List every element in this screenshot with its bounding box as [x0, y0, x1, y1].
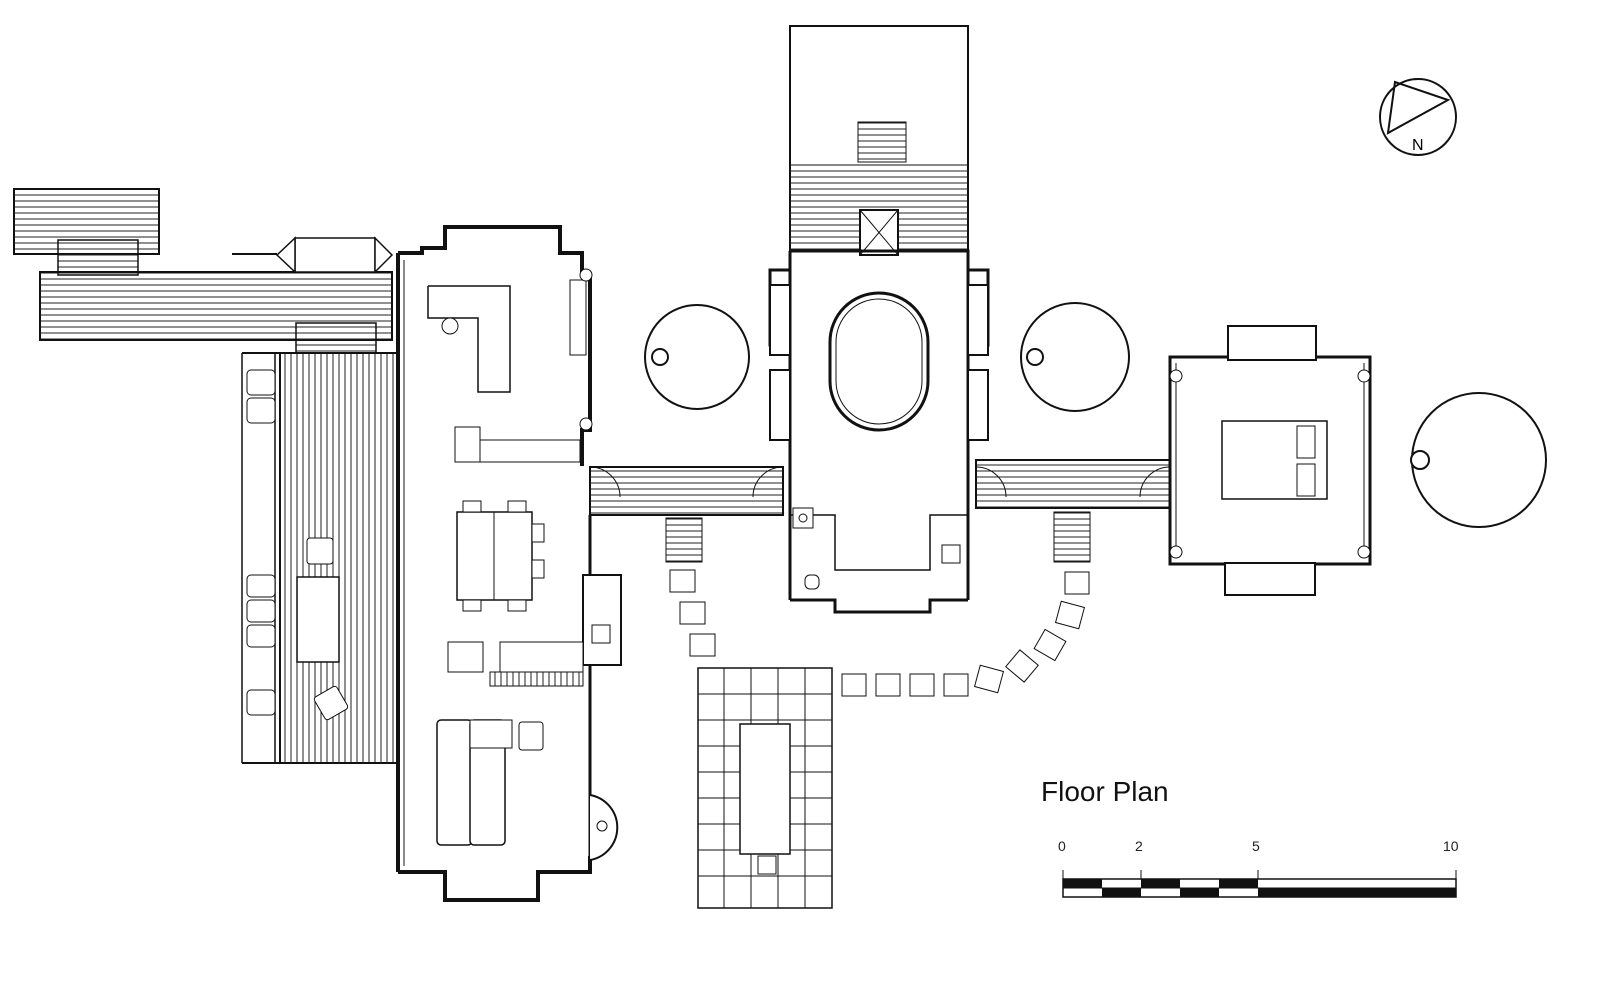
- west-veranda: [241, 352, 399, 764]
- north-arrow: N: [1379, 78, 1457, 156]
- central-pavilion: [768, 25, 990, 614]
- north-label: N: [1412, 137, 1424, 154]
- stepping-stones: [665, 511, 1091, 697]
- scale-bar: [1062, 870, 1457, 898]
- scale-tick-10: 10: [1443, 838, 1459, 854]
- main-living-building: [396, 225, 622, 902]
- west-deck: [13, 188, 394, 354]
- plan-title: Floor Plan: [1041, 776, 1169, 807]
- scale-tick-2: 2: [1135, 838, 1143, 854]
- scale-tick-5: 5: [1252, 838, 1260, 854]
- covered-walkways: [589, 459, 1171, 516]
- round-tubs: [644, 302, 1547, 528]
- bedroom-pavilion: [1168, 325, 1372, 596]
- scale-tick-0: 0: [1058, 838, 1066, 854]
- outdoor-patio: [697, 667, 833, 909]
